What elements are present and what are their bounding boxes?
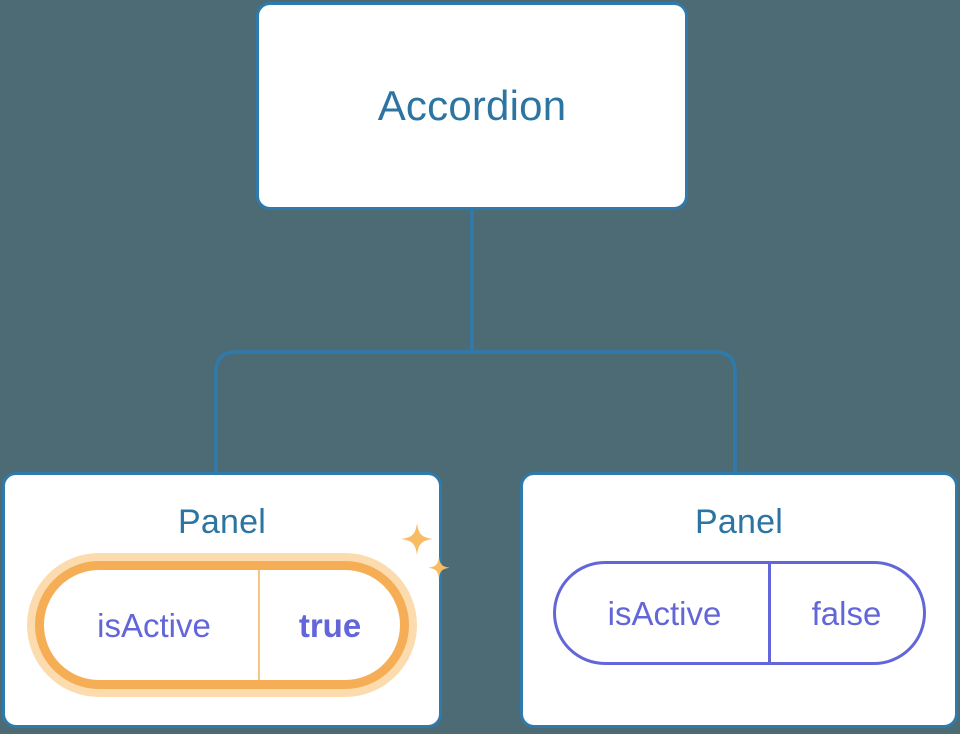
prop-pill-value: false (771, 564, 923, 662)
node-panel-inactive-title: Panel (695, 503, 783, 541)
edge-split-bar (214, 350, 737, 472)
node-panel-inactive[interactable]: Panel isActive false (520, 472, 958, 728)
prop-pill-key-label: isActive (607, 594, 722, 632)
prop-pill-divider (767, 564, 771, 662)
sparkle-group (401, 523, 450, 579)
prop-pill-isactive-false[interactable]: isActive false (552, 561, 926, 665)
prop-pill-key-label: isActive (97, 606, 211, 644)
sparkle-small-icon (428, 557, 450, 579)
prop-pill-value-label: false (811, 594, 882, 632)
node-panel-active-title: Panel (178, 503, 266, 541)
node-panel-active[interactable]: Panel isActive true (2, 472, 450, 728)
sparkle-large-icon (401, 523, 433, 555)
prop-pill-value: true (260, 570, 400, 680)
prop-pill-key: isActive (44, 570, 258, 680)
prop-pill-isactive-true[interactable]: isActive true (35, 523, 450, 689)
prop-pill-divider (258, 570, 260, 680)
prop-pill-value-label: true (298, 606, 362, 644)
prop-pill-key: isActive (556, 564, 768, 662)
node-accordion-title: Accordion (377, 82, 567, 129)
node-accordion[interactable]: Accordion (256, 2, 688, 210)
